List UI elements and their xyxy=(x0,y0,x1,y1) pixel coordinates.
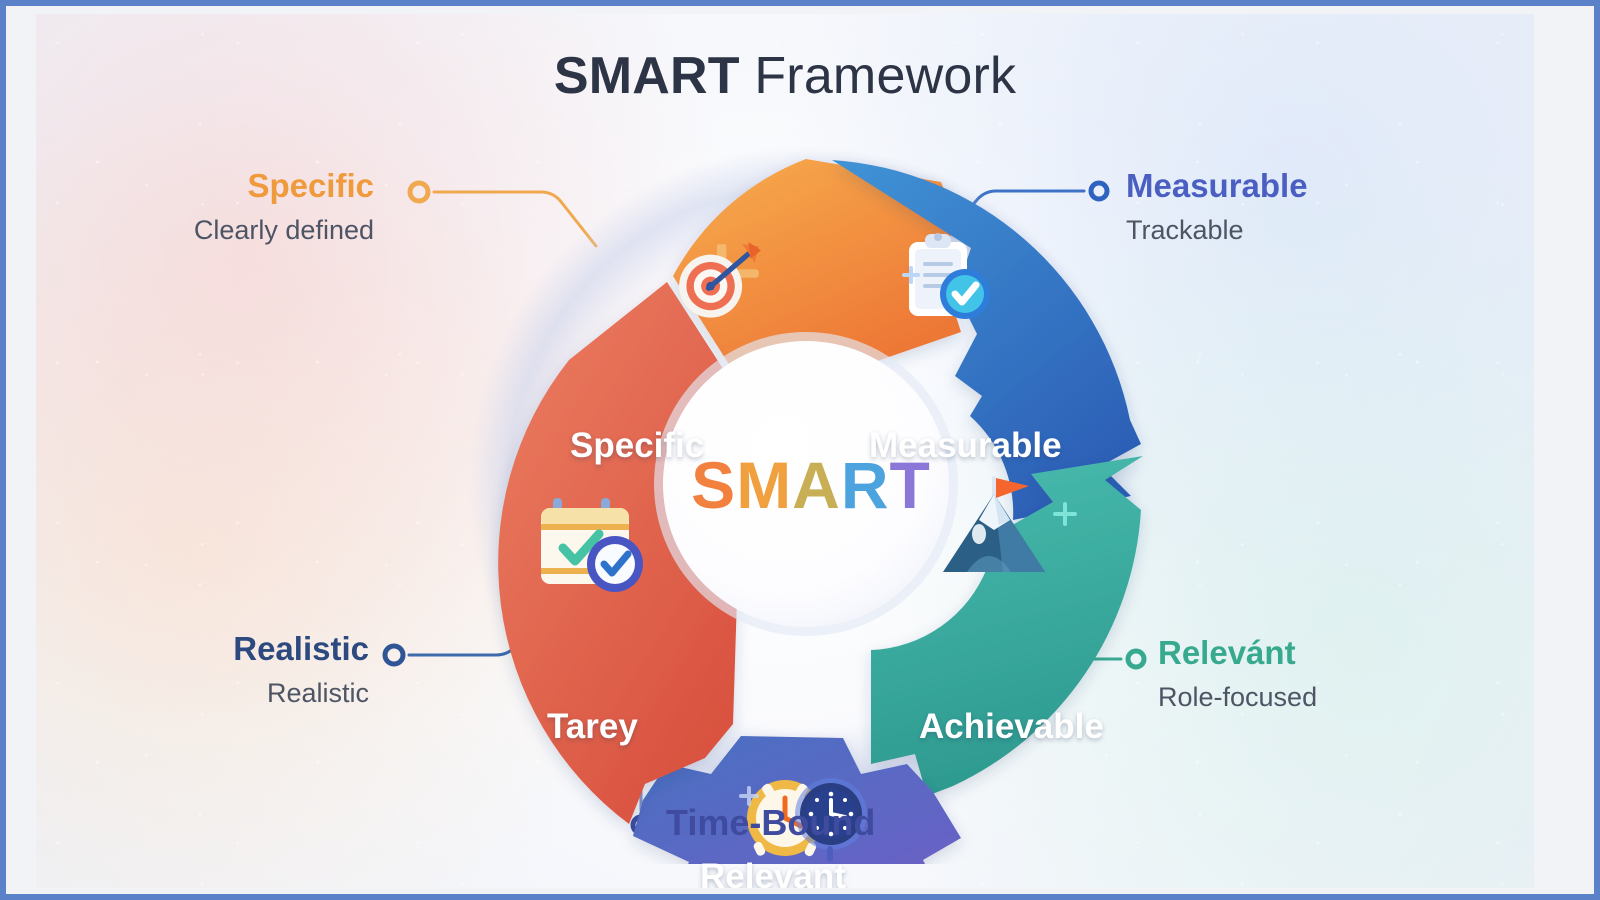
callout-specific-subtitle: Clearly defined xyxy=(193,214,374,245)
callout-realistic: Realistic Realistic xyxy=(233,630,369,708)
callout-specific-title: Specific xyxy=(247,167,374,204)
clocks-icon xyxy=(739,778,867,862)
calendar-check-icon xyxy=(541,498,643,592)
center-letter-m: M xyxy=(736,448,793,522)
clipboard-check-icon xyxy=(902,233,990,319)
center-letter-s: S xyxy=(691,448,737,522)
callout-specific: Specific Clearly defined xyxy=(193,167,374,245)
center-letter-r: R xyxy=(840,448,890,522)
connector-dot-measurable xyxy=(1088,180,1110,202)
segment-specific[interactable] xyxy=(673,159,961,377)
hub-circle xyxy=(663,341,949,627)
segment-measurable[interactable] xyxy=(832,160,1141,520)
center-letter-t: T xyxy=(889,448,931,522)
callout-relevant: Relevánt Role-focused xyxy=(1158,634,1318,712)
connector-dot-specific xyxy=(407,180,431,204)
infographic-canvas: SMART Framework xyxy=(36,14,1534,888)
callout-relevant-title: Relevánt xyxy=(1158,634,1296,671)
connector-dot-realistic xyxy=(382,643,406,667)
mountain-flag-icon xyxy=(943,476,1077,572)
callout-measurable-subtitle: Trackable xyxy=(1126,214,1244,245)
callout-measurable: Measurable Trackable xyxy=(1126,167,1308,245)
callout-realistic-title: Realistic xyxy=(233,630,369,667)
callout-measurable-title: Measurable xyxy=(1126,167,1308,204)
callout-relevant-subtitle: Role-focused xyxy=(1158,681,1318,712)
callout-time-bound-title: Time-Bound xyxy=(666,802,876,843)
page-title-bold: SMART xyxy=(553,47,740,105)
center-letter-a: A xyxy=(792,448,841,522)
segment-achievable[interactable] xyxy=(871,456,1143,796)
page-title: SMART Framework xyxy=(36,46,1534,106)
image-frame: SMART Framework xyxy=(6,6,1594,894)
connector-dot-relevant xyxy=(1125,648,1147,670)
callout-realistic-subtitle: Realistic xyxy=(266,677,369,708)
smart-wheel: Specific Measurable Achievable Relevant … xyxy=(441,124,1181,888)
target-arrow-icon xyxy=(679,242,761,318)
callout-time-bound: Time-Bound xyxy=(666,804,875,842)
connector-specific xyxy=(432,190,598,248)
center-wordmark: SMART xyxy=(441,447,1181,523)
page-title-light: Framework xyxy=(739,47,1017,105)
